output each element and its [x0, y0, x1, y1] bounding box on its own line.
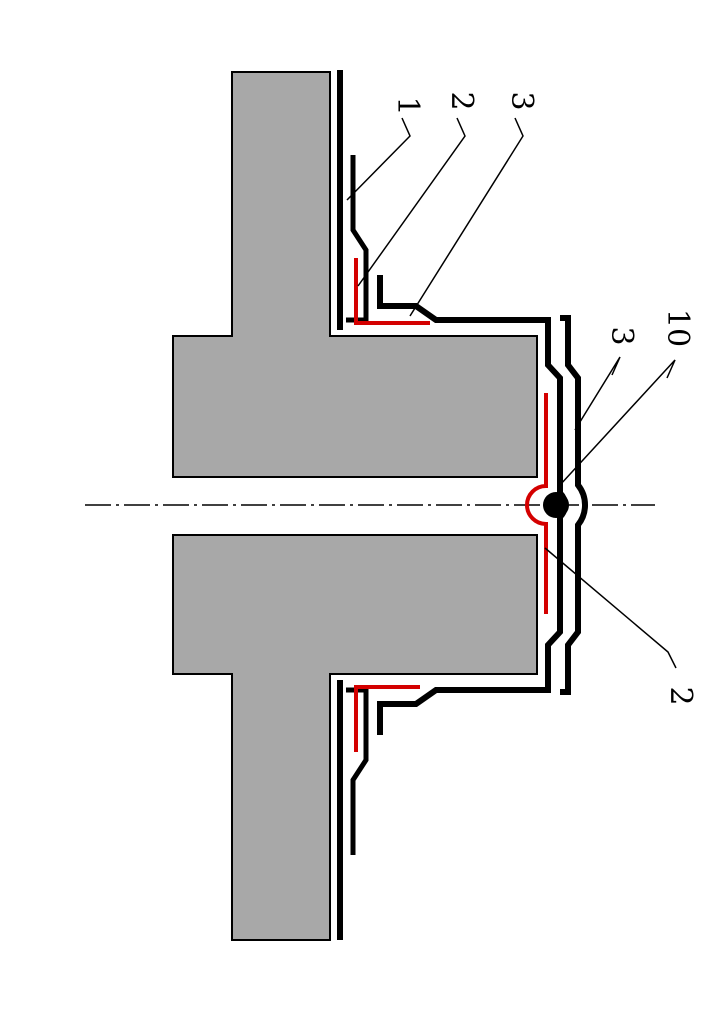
base-part-upper — [172, 71, 538, 478]
layer-2-red-upper — [354, 258, 430, 325]
layer-1-upper-step — [346, 155, 369, 323]
leader-3-right — [574, 356, 621, 431]
leader-1 — [346, 117, 411, 201]
base-part-lower — [172, 534, 538, 941]
leader-10 — [559, 359, 676, 486]
layer-1-lower-step — [346, 687, 369, 855]
leader-2-bottom — [544, 547, 677, 669]
leader-3-top — [409, 117, 524, 317]
callout-3-top: 3 — [504, 91, 539, 110]
callout-3-right: 3 — [604, 326, 639, 345]
callout-2-top: 2 — [444, 91, 479, 110]
leader-2-top — [357, 117, 466, 287]
callout-10: 10 — [660, 309, 695, 347]
layer-3-outer-shell — [560, 315, 589, 695]
layer-2-red-lower — [354, 685, 420, 752]
item-10-pin — [543, 492, 569, 518]
callout-2-bottom: 2 — [663, 686, 698, 705]
callout-1: 1 — [390, 96, 425, 115]
layer-2-red-center — [525, 393, 548, 614]
